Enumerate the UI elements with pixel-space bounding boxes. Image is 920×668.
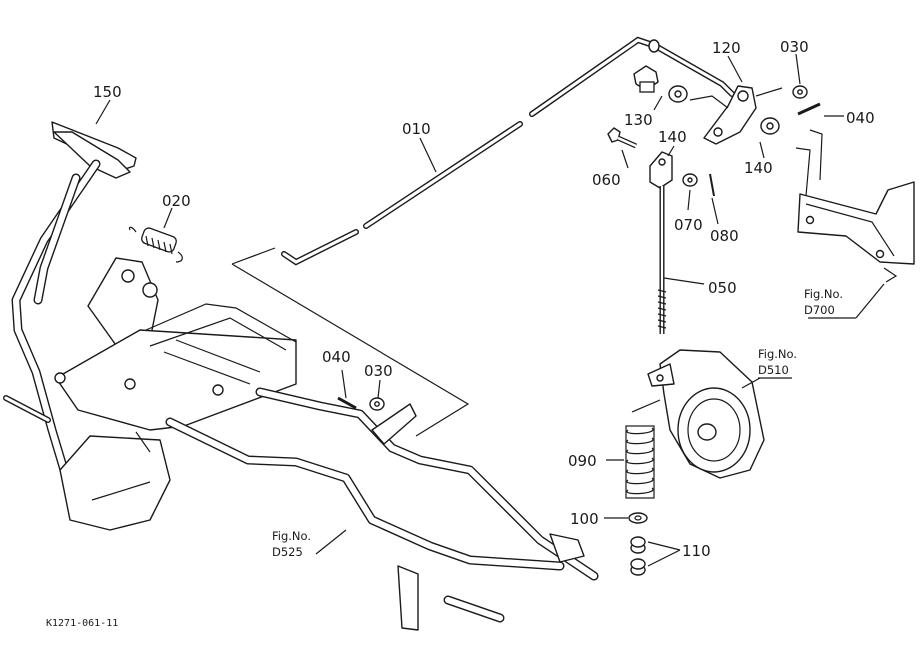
callout-050: 050 [708, 279, 737, 297]
callout-150: 150 [93, 83, 122, 101]
callout-110: 110 [682, 542, 711, 560]
callout-140-top: 140 [658, 128, 687, 146]
callout-090: 090 [568, 452, 597, 470]
collar-110-a[interactable] [630, 536, 646, 554]
cross-shaft-d525 [165, 387, 599, 631]
callout-010: 010 [402, 120, 431, 138]
pin-040-mid[interactable] [337, 396, 357, 410]
callout-060: 060 [592, 171, 621, 189]
callout-130: 130 [624, 111, 653, 129]
clutch-plate-d510 [647, 349, 765, 479]
callout-030-top: 030 [780, 38, 809, 56]
fig-ref-d510[interactable]: D510 [758, 363, 789, 377]
washer-030-top[interactable] [792, 85, 808, 99]
fig-ref-label-d700: Fig.No. [804, 287, 843, 301]
washer-130[interactable] [668, 85, 688, 103]
callout-040-top: 040 [846, 109, 875, 127]
pedal-assembly[interactable] [3, 121, 137, 499]
pin-040-top[interactable] [797, 102, 821, 116]
callout-100: 100 [570, 510, 599, 528]
bolt-130[interactable] [633, 65, 659, 93]
group-outline [231, 247, 470, 437]
callout-140-right: 140 [744, 159, 773, 177]
washer-070[interactable] [682, 173, 698, 187]
pin-080[interactable] [709, 173, 715, 197]
drawing-code: K1271-061-11 [46, 618, 118, 629]
callout-070: 070 [674, 216, 703, 234]
fig-ref-d525[interactable]: D525 [272, 545, 303, 559]
bolt-060[interactable] [607, 127, 638, 149]
pedal-bracket [54, 257, 297, 531]
callout-040-mid: 040 [322, 348, 351, 366]
fig-ref-label-d510: Fig.No. [758, 347, 797, 361]
callout-080: 080 [710, 227, 739, 245]
rod-050[interactable] [657, 186, 667, 334]
rod-010[interactable] [281, 36, 735, 266]
fig-ref-label-d525: Fig.No. [272, 529, 311, 543]
clevis-140[interactable] [649, 151, 673, 189]
leader-lines [95, 53, 885, 567]
lever-120[interactable] [689, 85, 783, 145]
washer-100[interactable] [628, 512, 648, 524]
callout-120: 120 [712, 39, 741, 57]
bracket-d700 [795, 129, 915, 283]
washer-030-mid[interactable] [369, 397, 385, 411]
spring-090[interactable] [625, 425, 655, 499]
fig-ref-d700[interactable]: D700 [804, 303, 835, 317]
spring-020[interactable] [128, 226, 183, 263]
callout-020: 020 [162, 192, 191, 210]
collar-110-b[interactable] [630, 558, 646, 576]
callout-030-mid: 030 [364, 362, 393, 380]
washer-140-right[interactable] [760, 117, 780, 135]
